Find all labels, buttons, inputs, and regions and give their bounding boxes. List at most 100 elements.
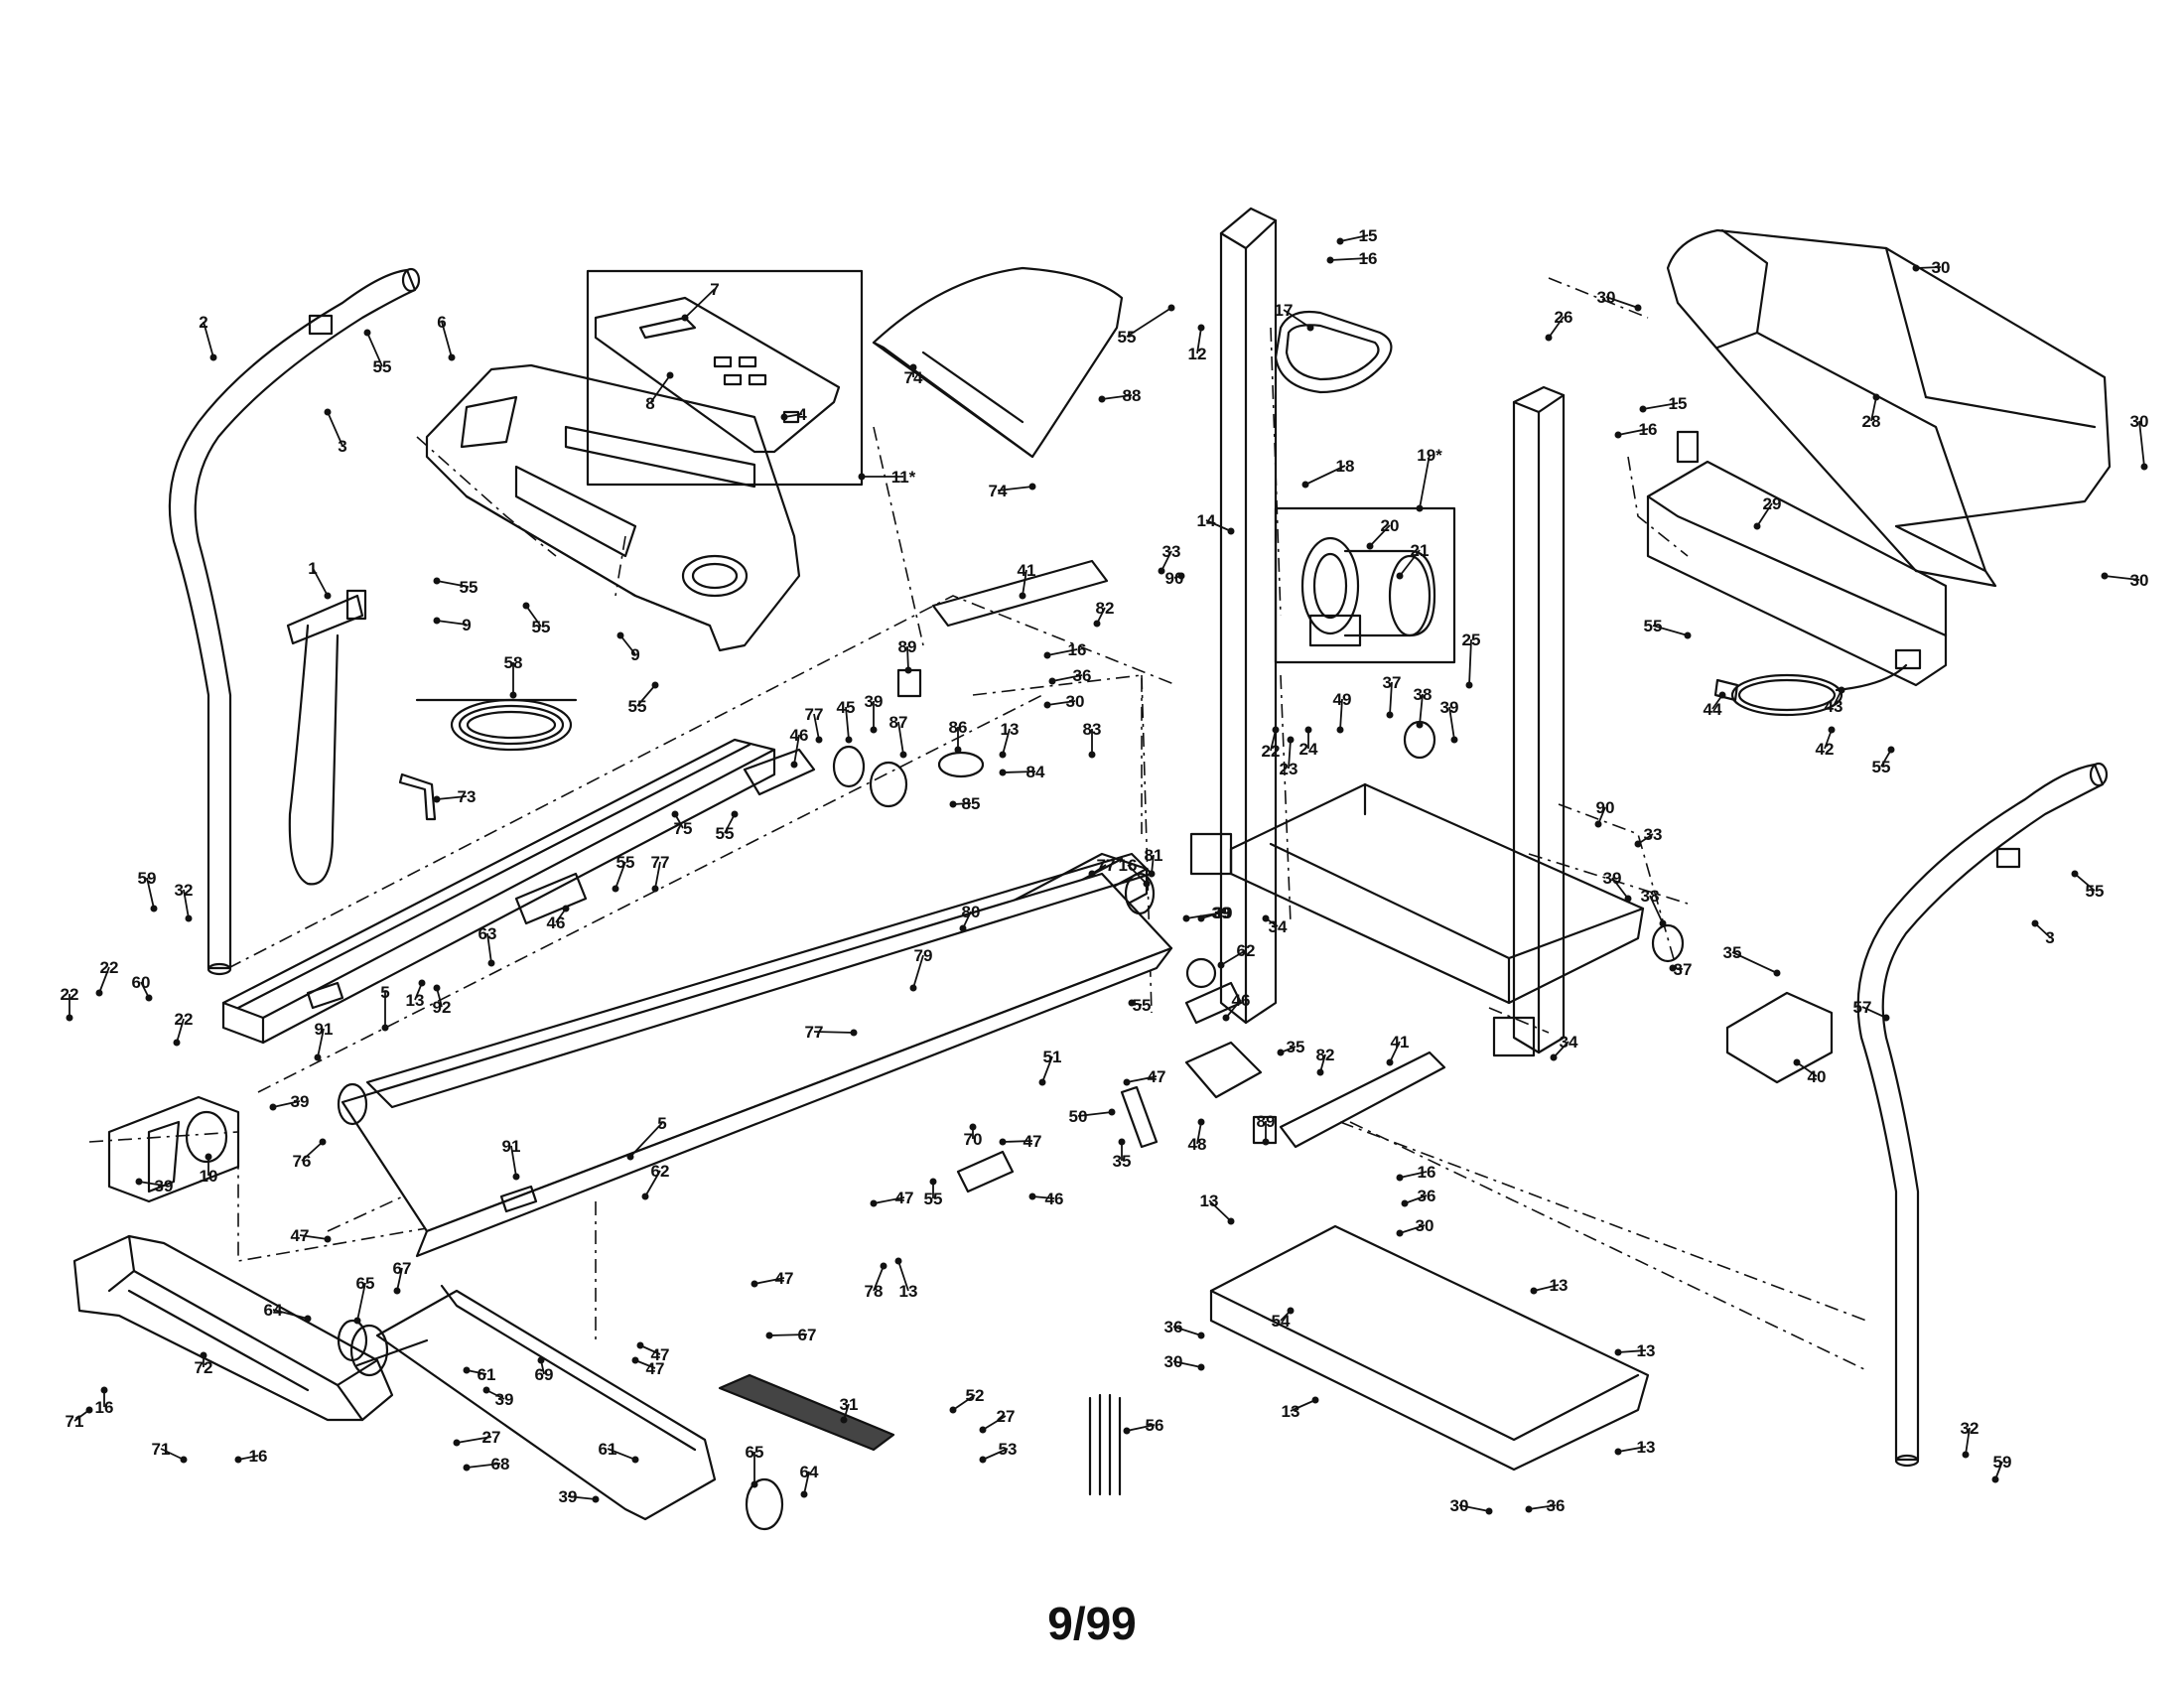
fastener-dot [1396, 1174, 1404, 1182]
leader-line [897, 721, 904, 756]
part-callout-77: 77 [651, 853, 670, 872]
part-callout-47: 47 [646, 1359, 665, 1378]
part-callout-9: 9 [630, 645, 639, 664]
leader-line [1205, 519, 1232, 532]
fastener-dot [870, 1199, 878, 1207]
fastener-dot [1098, 395, 1106, 403]
part-callout-35: 35 [1287, 1038, 1305, 1056]
fastener-dot [1272, 726, 1280, 734]
part-callout-62: 62 [1237, 941, 1256, 960]
part-callout-35: 35 [1723, 943, 1742, 962]
part-callout-79: 79 [914, 946, 933, 965]
leader-line [1528, 1504, 1557, 1510]
leader-line [982, 1448, 1009, 1461]
fastener-dot [135, 1178, 143, 1186]
part-callout-32: 32 [1961, 1419, 1979, 1438]
part-callout-91: 91 [502, 1137, 521, 1156]
part-callout-47: 47 [651, 1345, 670, 1364]
part-callout-69: 69 [535, 1365, 554, 1384]
fastener-dot [234, 1456, 242, 1464]
leader-line [1172, 1326, 1202, 1336]
leader-line [639, 1344, 661, 1355]
fastener-dot [1962, 1451, 1970, 1459]
fastener-dot [1465, 681, 1473, 689]
drive-belt [1274, 310, 1393, 394]
fastener-dot [592, 1495, 600, 1503]
leader-line [1649, 895, 1664, 924]
leader-line [2104, 575, 2140, 581]
fastener-dot [1197, 914, 1205, 922]
fastener-dot [324, 408, 332, 416]
part-callout-22: 22 [61, 985, 79, 1004]
cable-ties [1088, 1393, 1122, 1496]
leader-line [272, 1100, 301, 1108]
part-callout-88: 88 [1123, 386, 1142, 405]
part-callout-15: 15 [1669, 394, 1688, 413]
leader-line [634, 1359, 656, 1369]
part-callout-55: 55 [1133, 996, 1152, 1015]
fastener-dot [463, 1366, 471, 1374]
leader-line [629, 1122, 663, 1158]
part-callout-43: 43 [1825, 697, 1843, 716]
fastener-dot [1028, 483, 1036, 491]
part-callout-14: 14 [1197, 511, 1216, 530]
leader-line [1172, 1360, 1202, 1368]
fastener-dot [1614, 1348, 1622, 1356]
part-callout-39: 39 [291, 1092, 310, 1111]
part-callout-76: 76 [293, 1152, 312, 1171]
part-callout-30: 30 [1416, 1216, 1434, 1235]
fastener-dot [641, 1193, 649, 1200]
fastener-dot [1217, 961, 1225, 969]
fastener-dot [393, 1287, 401, 1295]
fastener-dot [815, 736, 823, 744]
fastener-dot [1386, 711, 1394, 719]
fastener-dot [512, 1173, 520, 1181]
leader-line [1031, 1195, 1055, 1199]
leader-line [912, 954, 924, 989]
part-callout-82: 82 [1096, 599, 1115, 618]
fastener-dot [433, 577, 441, 585]
console-overlay-box [586, 269, 864, 487]
leader-line [1731, 951, 1778, 974]
part-callout-60: 60 [132, 973, 151, 992]
leader-line [441, 321, 453, 358]
fastener-dot [949, 800, 957, 808]
part-callout-50: 50 [1069, 1107, 1088, 1126]
fastener-dot [1485, 1507, 1493, 1515]
fastener-dot [185, 914, 193, 922]
leader-line [1288, 739, 1292, 770]
leader-line [301, 1141, 324, 1162]
fastener-dot [2031, 919, 2039, 927]
fastener-dot [1088, 870, 1096, 878]
leader-line [873, 1265, 885, 1292]
part-callout-34: 34 [1269, 917, 1288, 936]
part-callout-7: 7 [710, 280, 719, 299]
fastener-dot [2140, 463, 2148, 471]
fastener-dot [1316, 1068, 1324, 1076]
part-callout-84: 84 [1026, 763, 1045, 781]
leader-line [396, 1267, 403, 1292]
fastener-dot [899, 751, 907, 759]
part-callout-87: 87 [889, 713, 908, 732]
part-callout-55: 55 [1118, 328, 1137, 347]
fastener-dot [1287, 1307, 1295, 1315]
fastener-dot [1366, 542, 1374, 550]
fastener-dot [1262, 914, 1270, 922]
part-callout-13: 13 [1637, 1438, 1656, 1457]
fastener-dot [880, 1262, 887, 1270]
part-callout-16: 16 [249, 1447, 268, 1466]
part-callout-75: 75 [674, 819, 693, 838]
part-callout-32: 32 [175, 881, 194, 900]
fastener-dot [205, 1153, 212, 1161]
leader-line [1369, 524, 1391, 547]
leader-line [1611, 877, 1629, 900]
fastener-dot [1128, 999, 1136, 1007]
part-callout-19: 19* [1417, 446, 1442, 465]
part-callout-61: 61 [478, 1365, 496, 1384]
motor-assembly [1274, 506, 1456, 664]
fastener-dot [979, 1426, 987, 1434]
part-callout-67: 67 [393, 1259, 412, 1278]
part-callout-59: 59 [1993, 1453, 2012, 1472]
leader-line [1041, 1055, 1053, 1083]
